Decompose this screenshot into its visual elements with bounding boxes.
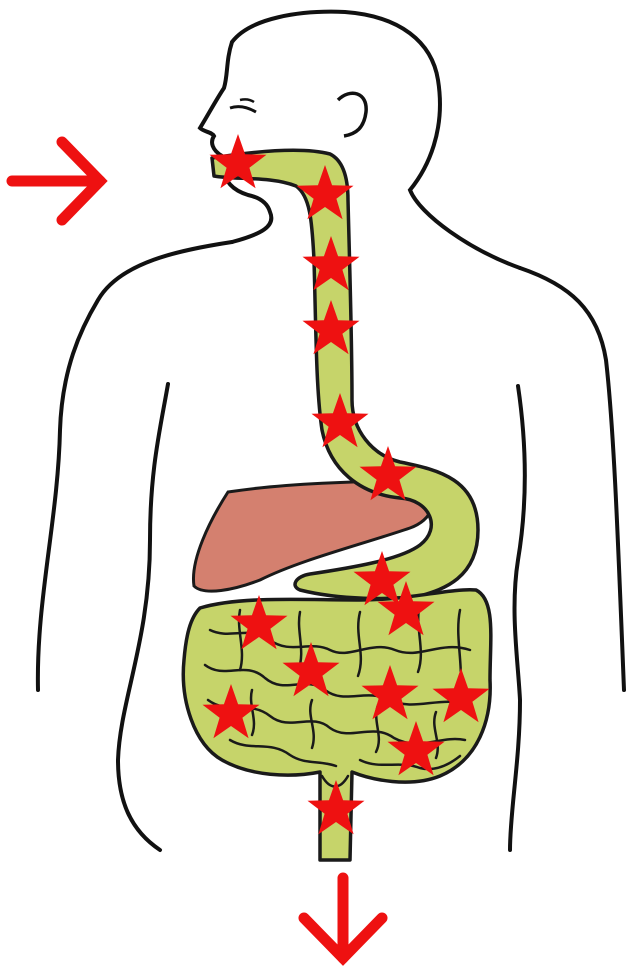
head-outline — [200, 12, 520, 268]
right-arrow-icon — [12, 142, 100, 220]
eye-lash — [240, 99, 254, 102]
left-torso-line — [118, 384, 168, 850]
eye — [230, 107, 256, 112]
right-torso-line — [510, 386, 525, 850]
down-arrow-icon — [304, 878, 382, 958]
ear — [338, 93, 366, 136]
right-shoulder-arm — [520, 268, 624, 690]
